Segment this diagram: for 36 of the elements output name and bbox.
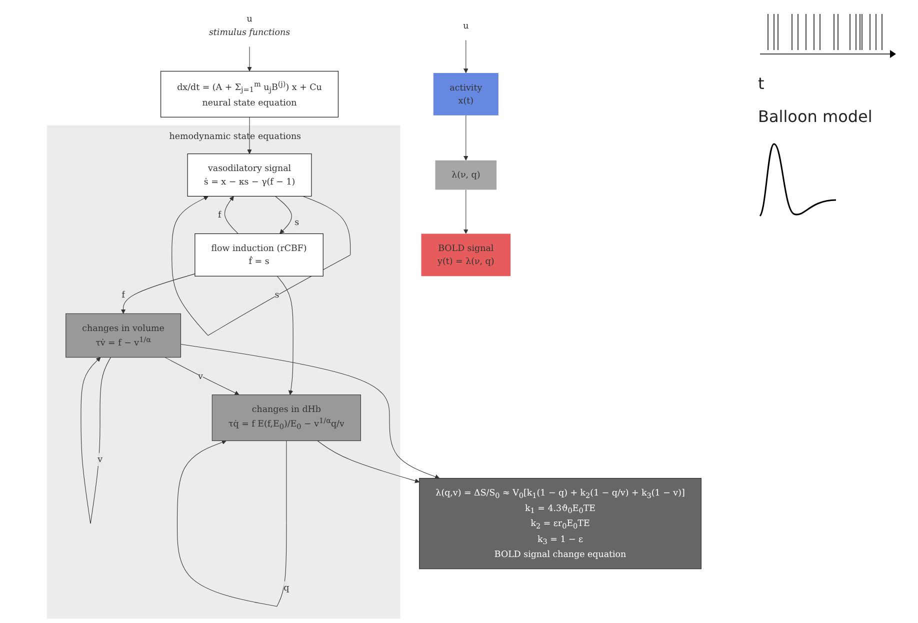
arrow [176, 440, 287, 607]
arrow [464, 40, 468, 74]
node-text: u [246, 14, 252, 24]
node-box: changes in volume τv̇ = f − v$^{1/α}$ [66, 313, 182, 358]
edge-label: v [198, 370, 203, 381]
node-box: changes in dHb τq̇ = f E(f,E$_{0}$)/E$_{0}$ − v$^{1/α}$q/v [212, 394, 361, 442]
node-box: dx/dt = (A + Σ$_{j=1}$$^{m}$ u$_{j}$B$^{(j)}$) x + Cu neural state equation [160, 70, 338, 118]
arrow [464, 189, 468, 234]
node-label: stimulus functions [208, 26, 290, 37]
arrow [120, 274, 196, 314]
node-box: BOLD signal y(t) = λ(ν, q) [421, 234, 511, 276]
arrow [164, 357, 240, 396]
arrow [464, 115, 468, 161]
edge-label: s [274, 289, 280, 300]
arrow [247, 46, 252, 72]
node-box: activity x(t) [433, 72, 498, 116]
edge-label: q [284, 582, 290, 593]
arrow [317, 440, 420, 484]
edge-label: f [122, 289, 125, 300]
edge-label: s [294, 216, 300, 227]
arrow [80, 357, 112, 524]
edge-label: f [218, 210, 222, 220]
node-box: λ(q,v) = ΔS/S$_{0}$ ≈ V$_{0}$[k$_{1}$(1 − q) + k$_{2}$(1 − q/v) + k$_{3}$(1 − v)] k$_{1}$ = 4.3ϑ$_{0}$E$_{0}$TE k$_{2}$ = εr$_{0}$E$_{0}$TE k$_{3}$ = 1 − ε BOLD signal change equation [419, 478, 702, 570]
arrow [172, 196, 351, 336]
node-text: u [463, 20, 469, 30]
arrow [180, 344, 440, 479]
edge-label: v [98, 454, 102, 464]
node-box: vasodilatory signal ṡ = x − κs − γ(f − 1) [187, 154, 312, 196]
arrow [247, 116, 252, 154]
node-box: λ(ν, q) [435, 160, 497, 190]
node-box: flow induction (rCBF) ḟ = s [194, 233, 324, 276]
arrow [276, 276, 294, 396]
arrow [224, 196, 238, 234]
label-text: Balloon model [758, 107, 874, 126]
label-text: t [758, 74, 766, 93]
arrow [275, 196, 292, 234]
